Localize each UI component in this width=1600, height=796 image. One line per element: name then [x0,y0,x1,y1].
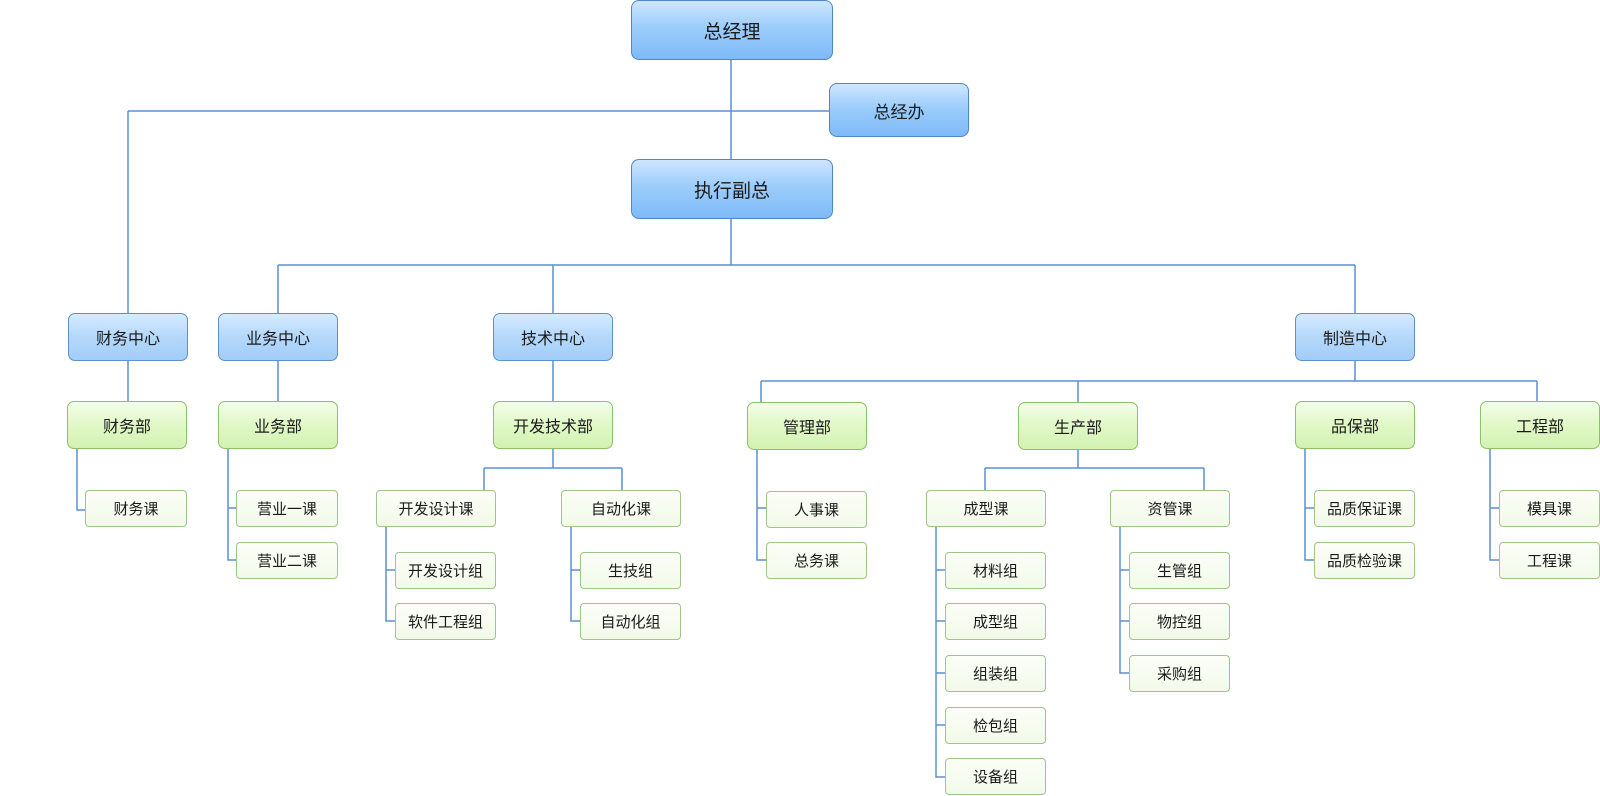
manufacturing-center-node: 制造中心 [1295,313,1415,361]
molding-course-node: 成型课 [926,490,1046,527]
material-group-node: 材料组 [945,552,1046,589]
general-manager-node: 总经理 [631,0,833,60]
general-affairs-course-node: 总务课 [766,542,867,579]
business-dept-node: 业务部 [218,401,338,449]
inspection-group-node: 检包组 [945,707,1046,744]
gm-office-node: 总经办 [829,83,969,137]
finance-course-node: 财务课 [85,490,187,527]
prodtech-group-node: 生技组 [580,552,681,589]
qc-course-node: 品质检验课 [1314,542,1415,579]
molding-group-node: 成型组 [945,603,1046,640]
finance-center-node: 财务中心 [68,313,188,361]
equipment-group-node: 设备组 [945,758,1046,795]
material-control-group-node: 物控组 [1129,603,1230,640]
automation-group-node: 自动化组 [580,603,681,640]
prodmgmt-group-node: 生管组 [1129,552,1230,589]
devdesign-group-node: 开发设计组 [395,552,496,589]
executive-vp-node: 执行副总 [631,159,833,219]
eng-course-node: 工程课 [1499,542,1600,579]
asset-mgmt-course-node: 资管课 [1110,490,1230,527]
qa-course-node: 品质保证课 [1314,490,1415,527]
sales2-course-node: 营业二课 [236,542,338,579]
software-group-node: 软件工程组 [395,603,496,640]
business-center-node: 业务中心 [218,313,338,361]
devdesign-course-node: 开发设计课 [376,490,496,527]
management-dept-node: 管理部 [747,402,867,450]
production-dept-node: 生产部 [1018,402,1138,450]
tech-center-node: 技术中心 [493,313,613,361]
purchasing-group-node: 采购组 [1129,655,1230,692]
sales1-course-node: 营业一课 [236,490,338,527]
assembly-group-node: 组装组 [945,655,1046,692]
automation-course-node: 自动化课 [561,490,681,527]
hr-course-node: 人事课 [766,491,867,528]
quality-dept-node: 品保部 [1295,401,1415,449]
devtech-dept-node: 开发技术部 [493,401,613,449]
engineering-dept-node: 工程部 [1480,401,1600,449]
mold-course-node: 模具课 [1499,490,1600,527]
finance-dept-node: 财务部 [67,401,187,449]
